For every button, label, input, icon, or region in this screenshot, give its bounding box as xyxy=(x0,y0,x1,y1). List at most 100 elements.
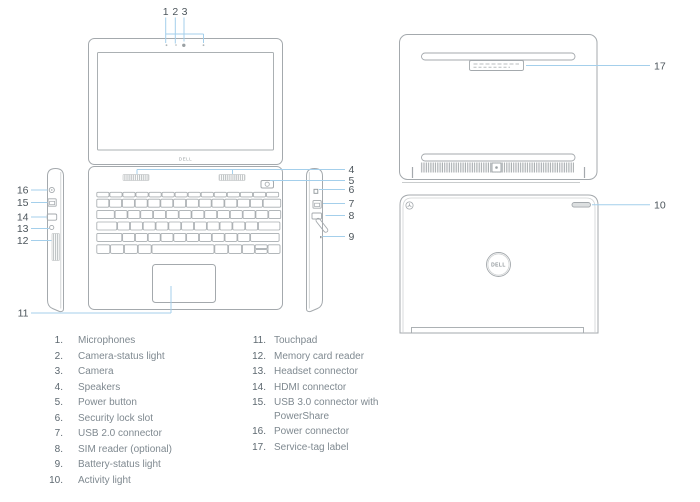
legend-item-label: SIM reader (optional) xyxy=(78,443,172,455)
display-bezel xyxy=(88,38,283,165)
callout-14: 14 xyxy=(17,212,29,224)
legend-left-column: 1. Microphones 2. Camera-status light 3.Ca… xyxy=(40,334,230,489)
bottom-view xyxy=(399,34,598,183)
callout-2: 2 xyxy=(172,6,178,18)
callout-16: 16 xyxy=(17,185,29,197)
callout-10: 10 xyxy=(654,200,666,212)
legend-item: 1. Microphones xyxy=(40,334,230,348)
camera-status-light-icon xyxy=(175,44,177,46)
lid-view xyxy=(399,194,599,334)
headset-jack xyxy=(49,224,55,231)
legend-right-column: 11. Touchpad 12. Memory card reader 13. Hea… xyxy=(234,334,394,456)
legend-item: 13. Headset connector xyxy=(234,365,394,379)
legend-item-number: 8. xyxy=(54,443,63,455)
callout-3: 3 xyxy=(182,6,188,18)
sim-slot xyxy=(311,212,322,220)
callout-17: 17 xyxy=(654,61,666,73)
legend-item: 2. Camera-status light xyxy=(40,350,230,364)
callout-8: 8 xyxy=(349,210,355,222)
microphone-left-icon xyxy=(165,44,168,47)
legend-item-label: HDMI connector xyxy=(274,381,347,393)
sim-tray xyxy=(315,217,329,233)
vent-screw xyxy=(491,162,502,173)
service-tag-label xyxy=(469,60,524,71)
hinge-bar xyxy=(411,327,584,334)
callout-9: 9 xyxy=(349,231,355,243)
microphone-right-icon xyxy=(202,44,205,47)
hdmi-port xyxy=(46,213,58,221)
legend-item-label: Battery-status light xyxy=(78,459,161,470)
legend-item-number: 1. xyxy=(54,335,63,346)
legend-item-number: 11. xyxy=(252,335,266,346)
legend-item-label: Security lock slot xyxy=(78,412,154,424)
legend-item-label: Activity light xyxy=(78,474,131,486)
legend-item: 16. Power connector xyxy=(234,425,394,439)
callout-4: 4 xyxy=(349,164,355,176)
callout-6: 6 xyxy=(349,184,355,196)
legend-item: 6.Security lock slot xyxy=(40,412,230,426)
callout-11: 11 xyxy=(18,308,29,320)
legend-item-number: 13. xyxy=(252,366,266,377)
touchpad xyxy=(152,264,216,303)
callout-7: 7 xyxy=(349,198,355,210)
legend-item-label: Touchpad xyxy=(274,335,318,346)
speaker-left xyxy=(122,174,150,181)
legend-item: 4. Speakers xyxy=(40,381,230,395)
callout-numbers: 1 2 3 4 5 6 7 8 9 16 15 14 13 12 11 17 1… xyxy=(17,6,666,320)
activity-light-icon xyxy=(571,202,591,208)
legend-item: 9. Battery-status light xyxy=(40,458,230,472)
legend-item: 10. Activity light xyxy=(40,474,230,488)
usb3-port xyxy=(47,198,57,207)
legend-item-number: 10. xyxy=(49,474,63,486)
left-side-view xyxy=(46,167,64,313)
keyboard xyxy=(96,191,282,254)
legend-item: 5.Power button xyxy=(40,396,230,410)
usb2-port xyxy=(312,200,322,209)
legend-item-number: 16. xyxy=(252,426,266,437)
legend-item-label: Service-tag label xyxy=(274,441,349,453)
legend-item-label: USB 2.0 connector xyxy=(78,428,162,439)
security-lock-slot xyxy=(313,188,319,194)
callout-13: 13 xyxy=(17,223,29,235)
front-foot-bar xyxy=(421,153,576,162)
dell-logo-emblem xyxy=(486,252,511,277)
legend-item-label: Camera-status light xyxy=(78,350,165,362)
legend-item-number: 12. xyxy=(252,350,266,362)
legend-item-label: Speakers xyxy=(78,381,121,393)
speaker-right xyxy=(218,174,246,181)
legend-item-number: 15. xyxy=(252,397,266,408)
keyboard-deck xyxy=(88,166,283,310)
legend-item-number: 5. xyxy=(54,397,63,408)
legend-item-label: Microphones xyxy=(78,335,136,346)
legend-item-label: USB 3.0 connector with PowerShare xyxy=(274,397,379,422)
legend-item: 12. Memory card reader xyxy=(234,350,394,364)
legend-item: 7. USB 2.0 connector xyxy=(40,427,230,441)
display-screen xyxy=(97,52,274,151)
legend-item-number: 2. xyxy=(54,350,63,362)
front-view xyxy=(88,38,283,310)
legend-item: 15. USB 3.0 connector with PowerShare xyxy=(234,396,394,423)
legend-item-number: 14. xyxy=(252,381,266,393)
certification-emblem-icon xyxy=(405,201,414,210)
power-connector-port xyxy=(48,186,55,194)
memory-card-slot xyxy=(51,233,60,261)
callout-1: 1 xyxy=(163,6,169,18)
legend-item-label: Power connector xyxy=(274,426,350,437)
power-button xyxy=(260,180,274,189)
legend-item-number: 17. xyxy=(252,441,266,453)
legend-item-label: Headset connector xyxy=(274,366,358,377)
legend-item: 11. Touchpad xyxy=(234,334,394,348)
legend-item-number: 9. xyxy=(54,459,63,470)
bezel-brand-label: DELL xyxy=(179,157,193,162)
legend-item-number: 7. xyxy=(54,428,63,439)
callout-15: 15 xyxy=(17,197,29,209)
legend-item: 8. SIM reader (optional) xyxy=(40,443,230,457)
callout-12: 12 xyxy=(17,235,29,247)
legend-item: 17. Service-tag label xyxy=(234,441,394,455)
legend-item-label: Memory card reader xyxy=(274,350,365,362)
legend-item-number: 4. xyxy=(54,381,63,393)
lid-brand-label: DELL xyxy=(491,263,506,269)
legend-item: 3.Camera xyxy=(40,365,230,379)
